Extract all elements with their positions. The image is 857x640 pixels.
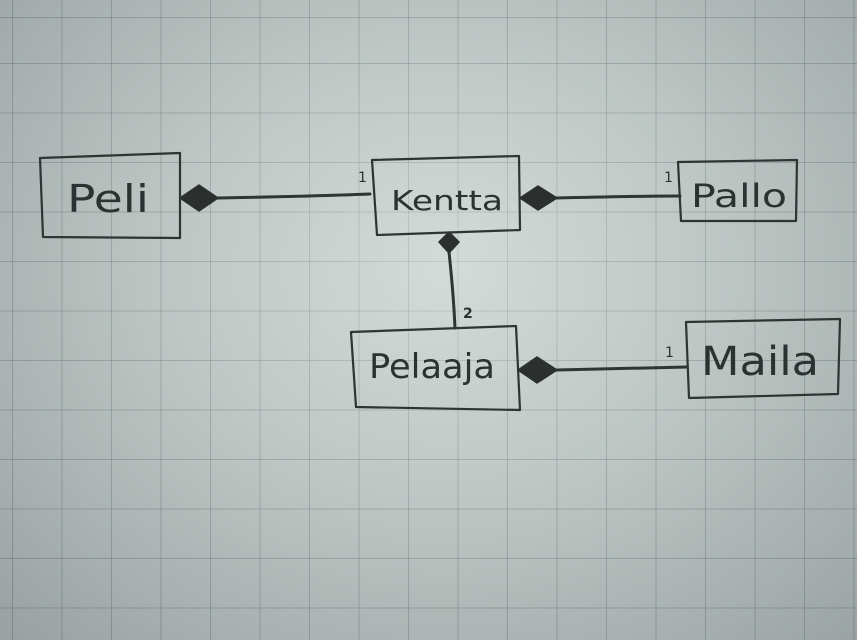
composition-diamond-peli [178,184,220,212]
class-label-maila: Maila [701,339,819,385]
class-box-peli: Peli [38,151,182,240]
class-label-kentta: Kentta [391,184,503,217]
class-label-pallo: Pallo [691,177,787,215]
class-label-peli: Peli [67,177,149,221]
class-box-pallo: Pallo [676,158,799,223]
multiplicity-kentta-pelaaja: 2 [463,306,473,322]
class-box-maila: Maila [684,317,842,400]
multiplicity-peli-kentta: 1 [358,170,367,186]
connector-kentta-pallo [555,194,682,200]
multiplicity-kentta-pallo: 1 [664,170,673,186]
composition-diamond-kentta-bottom [437,230,461,255]
multiplicity-pelaaja-maila: 1 [665,345,674,361]
class-box-kentta: Kentta [370,154,522,237]
connector-kentta-pelaaja [447,250,457,330]
connector-peli-kentta [216,192,372,200]
connector-pelaaja-maila [555,365,689,372]
class-box-pelaaja: Pelaaja [349,324,522,412]
composition-diamond-kentta-right [518,185,559,211]
composition-diamond-pelaaja [516,356,559,384]
class-label-pelaaja: Pelaaja [369,347,495,387]
